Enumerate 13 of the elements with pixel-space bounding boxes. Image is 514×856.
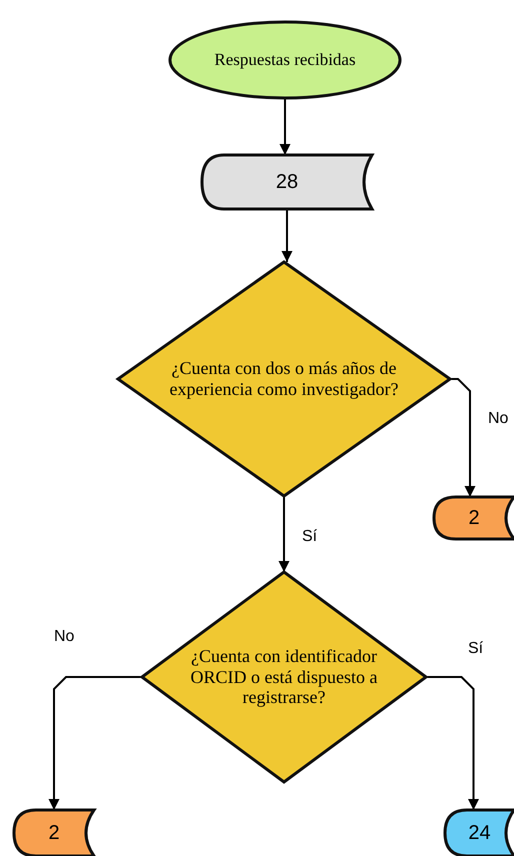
arrow xyxy=(282,209,292,262)
count-label: 24 xyxy=(468,822,491,844)
start-label: Respuestas recibidas xyxy=(214,50,356,70)
arrow xyxy=(280,98,290,155)
question-text: ¿Cuenta con identificador ORCID o está dispuesto a registrarse? xyxy=(190,646,378,708)
count-label: 2 xyxy=(468,506,480,530)
question-text: ¿Cuenta con dos o más años de experiencia como investigador? xyxy=(168,358,400,400)
arrow xyxy=(48,676,142,810)
arrow xyxy=(278,496,290,572)
arrow xyxy=(450,378,476,497)
arrow xyxy=(426,676,479,810)
count-label: 28 xyxy=(276,170,298,194)
count-label: 2 xyxy=(48,822,60,844)
